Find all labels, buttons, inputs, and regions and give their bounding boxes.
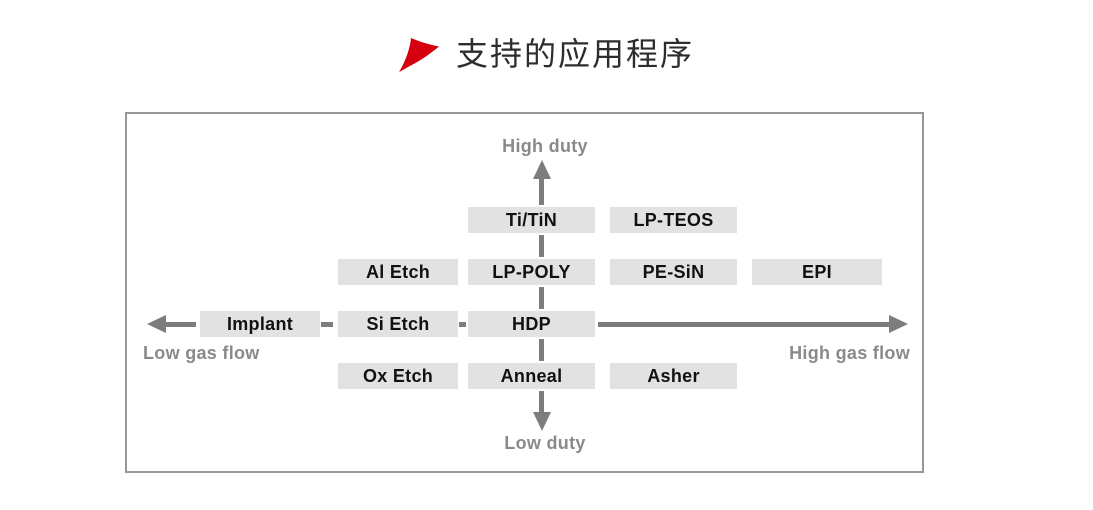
app-box-implant: Implant: [200, 311, 320, 337]
app-box-lp-teos: LP-TEOS: [610, 207, 737, 233]
axis-label-low-gas-flow: Low gas flow: [143, 343, 260, 363]
arrow-down-icon: [533, 412, 551, 431]
horizontal-axis-segment: [459, 322, 466, 327]
arrow-up-icon: [533, 160, 551, 179]
vertical-axis-segment: [539, 287, 544, 309]
vertical-axis-segment: [539, 391, 544, 413]
axis-label-high-duty: High duty: [502, 136, 588, 156]
app-box-ox-etch: Ox Etch: [338, 363, 458, 389]
app-box-ti-tin: Ti/TiN: [468, 207, 595, 233]
slide-title-bar: 支持的应用程序: [0, 28, 1093, 76]
axis-label-high-gas-flow: High gas flow: [789, 343, 910, 363]
horizontal-axis-segment: [321, 322, 333, 327]
app-box-lp-poly: LP-POLY: [468, 259, 595, 285]
diagram-panel: High duty Low duty Low gas flow High gas…: [125, 112, 924, 473]
app-box-anneal: Anneal: [468, 363, 595, 389]
page-title: 支持的应用程序: [455, 36, 694, 72]
app-box-al-etch: Al Etch: [338, 259, 458, 285]
app-box-epi: EPI: [752, 259, 882, 285]
app-box-pe-sin: PE-SiN: [610, 259, 737, 285]
horizontal-axis-segment: [162, 322, 196, 327]
vertical-axis-segment: [539, 235, 544, 257]
vertical-axis-segment: [539, 176, 544, 205]
axis-label-low-duty: Low duty: [504, 433, 586, 453]
arrow-left-icon: [147, 315, 166, 333]
app-box-hdp: HDP: [468, 311, 595, 337]
horizontal-axis-segment: [598, 322, 890, 327]
arrow-right-icon: [889, 315, 908, 333]
app-box-si-etch: Si Etch: [338, 311, 458, 337]
app-box-asher: Asher: [610, 363, 737, 389]
red-swoosh-arrow-icon: [398, 38, 439, 72]
vertical-axis-segment: [539, 339, 544, 361]
